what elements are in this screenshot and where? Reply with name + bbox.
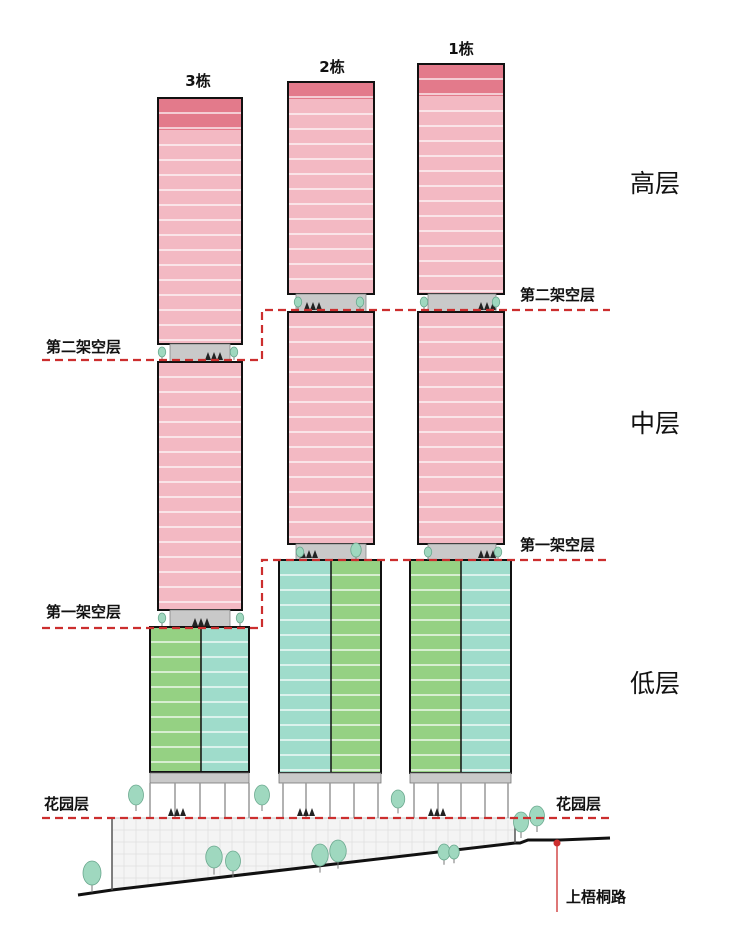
road-pointer-dot [553, 839, 561, 847]
towers [149, 63, 512, 818]
garden-people [309, 808, 315, 816]
tower-label-2: 2栋 [319, 58, 344, 76]
garden-people [434, 808, 440, 816]
tower-1-second-people [490, 302, 496, 310]
garden-tree [513, 811, 529, 833]
tower-3-low-green-fill [150, 627, 201, 772]
tower-1-first-people [484, 550, 490, 558]
refuge-tree [355, 296, 365, 308]
tower-2-first-people [306, 550, 312, 558]
first-refuge-label-right: 第一架空层 [520, 536, 595, 554]
podium-tree [225, 850, 241, 872]
refuge-tree [295, 546, 305, 558]
tower-1-mid-fill [418, 312, 504, 544]
tower-2-top-band-fill [288, 82, 374, 99]
tower-3-second-people [211, 352, 217, 360]
garden-transfer-slab [149, 772, 250, 784]
refuge-tree [491, 296, 501, 308]
tower-1-second-people [484, 302, 490, 310]
garden-people [180, 808, 186, 816]
tower-3-second-people [217, 352, 223, 360]
refuge-tree [419, 296, 429, 308]
tower-1-first-people [490, 550, 496, 558]
garden-tree [529, 805, 545, 827]
tower-2-low-green-fill [331, 560, 381, 773]
podium-tree [205, 845, 223, 869]
second-refuge-label-right: 第二架空层 [520, 286, 595, 304]
refuge-tree [423, 546, 433, 558]
refuge-tree [229, 346, 239, 358]
tower-2-high-fill [288, 99, 374, 294]
refuge-tree [157, 346, 167, 358]
garden-tree [128, 784, 144, 806]
zone-low-label: 低层 [630, 669, 680, 698]
tower-3-first-people [192, 618, 198, 626]
tower-1-first-people [478, 550, 484, 558]
first-refuge-label-left: 第一架空层 [46, 603, 121, 621]
podium-tree [311, 843, 329, 867]
garden-people [297, 808, 303, 816]
tower-2-second-people [316, 302, 322, 310]
podium-tree [448, 844, 460, 860]
garden-people [303, 808, 309, 816]
garden-people [174, 808, 180, 816]
tower-1-second-people [478, 302, 484, 310]
garden-tree [254, 784, 270, 806]
road-label: 上梧桐路 [566, 888, 627, 906]
podium-tree [82, 860, 102, 886]
garden-people [440, 808, 446, 816]
tower-label-3: 3栋 [185, 72, 210, 90]
refuge-tree [350, 542, 362, 558]
refuge-tree [293, 296, 303, 308]
podium-tree [437, 843, 451, 861]
zone-mid-label: 中层 [630, 409, 680, 438]
refuge-tree [157, 612, 167, 624]
road-marker [553, 839, 561, 912]
podium-tree [329, 839, 347, 863]
tower-2-second-people [310, 302, 316, 310]
tower-label-1: 1栋 [448, 40, 473, 58]
second-refuge-line [42, 308, 610, 362]
tower-3-second-people [205, 352, 211, 360]
garden-label-right: 花园层 [556, 795, 601, 813]
tower-1-low-green-fill [410, 560, 461, 773]
tower-2-first-people [312, 550, 318, 558]
tower-3-first-people [198, 618, 204, 626]
tower-2-mid-fill [288, 312, 374, 544]
garden-people [168, 808, 174, 816]
tower-1-top-band-fill [418, 64, 504, 96]
garden-tree [390, 789, 406, 809]
zone-high-label: 高层 [630, 169, 680, 198]
first-refuge-line [42, 558, 610, 630]
tower-3-mid-fill [158, 362, 242, 610]
garden-label-left: 花园层 [44, 795, 89, 813]
refuge-tree [235, 612, 245, 624]
tower-2-second-people [304, 302, 310, 310]
garden-people [428, 808, 434, 816]
second-refuge-label-left: 第二架空层 [46, 338, 121, 356]
garden-transfer-slab [278, 772, 382, 784]
tower-2-low-teal-fill [279, 560, 331, 773]
garden-transfer-slab [409, 772, 512, 784]
tower-3-high-fill [158, 130, 242, 344]
trees [82, 296, 545, 893]
refuge-lines [42, 308, 610, 820]
tower-3-low-teal-fill [201, 627, 249, 772]
tower-3-first-people [204, 618, 210, 626]
tower-1-low-teal-fill [461, 560, 511, 773]
refuge-tree [493, 546, 503, 558]
tower-3-top-band-fill [158, 98, 242, 130]
